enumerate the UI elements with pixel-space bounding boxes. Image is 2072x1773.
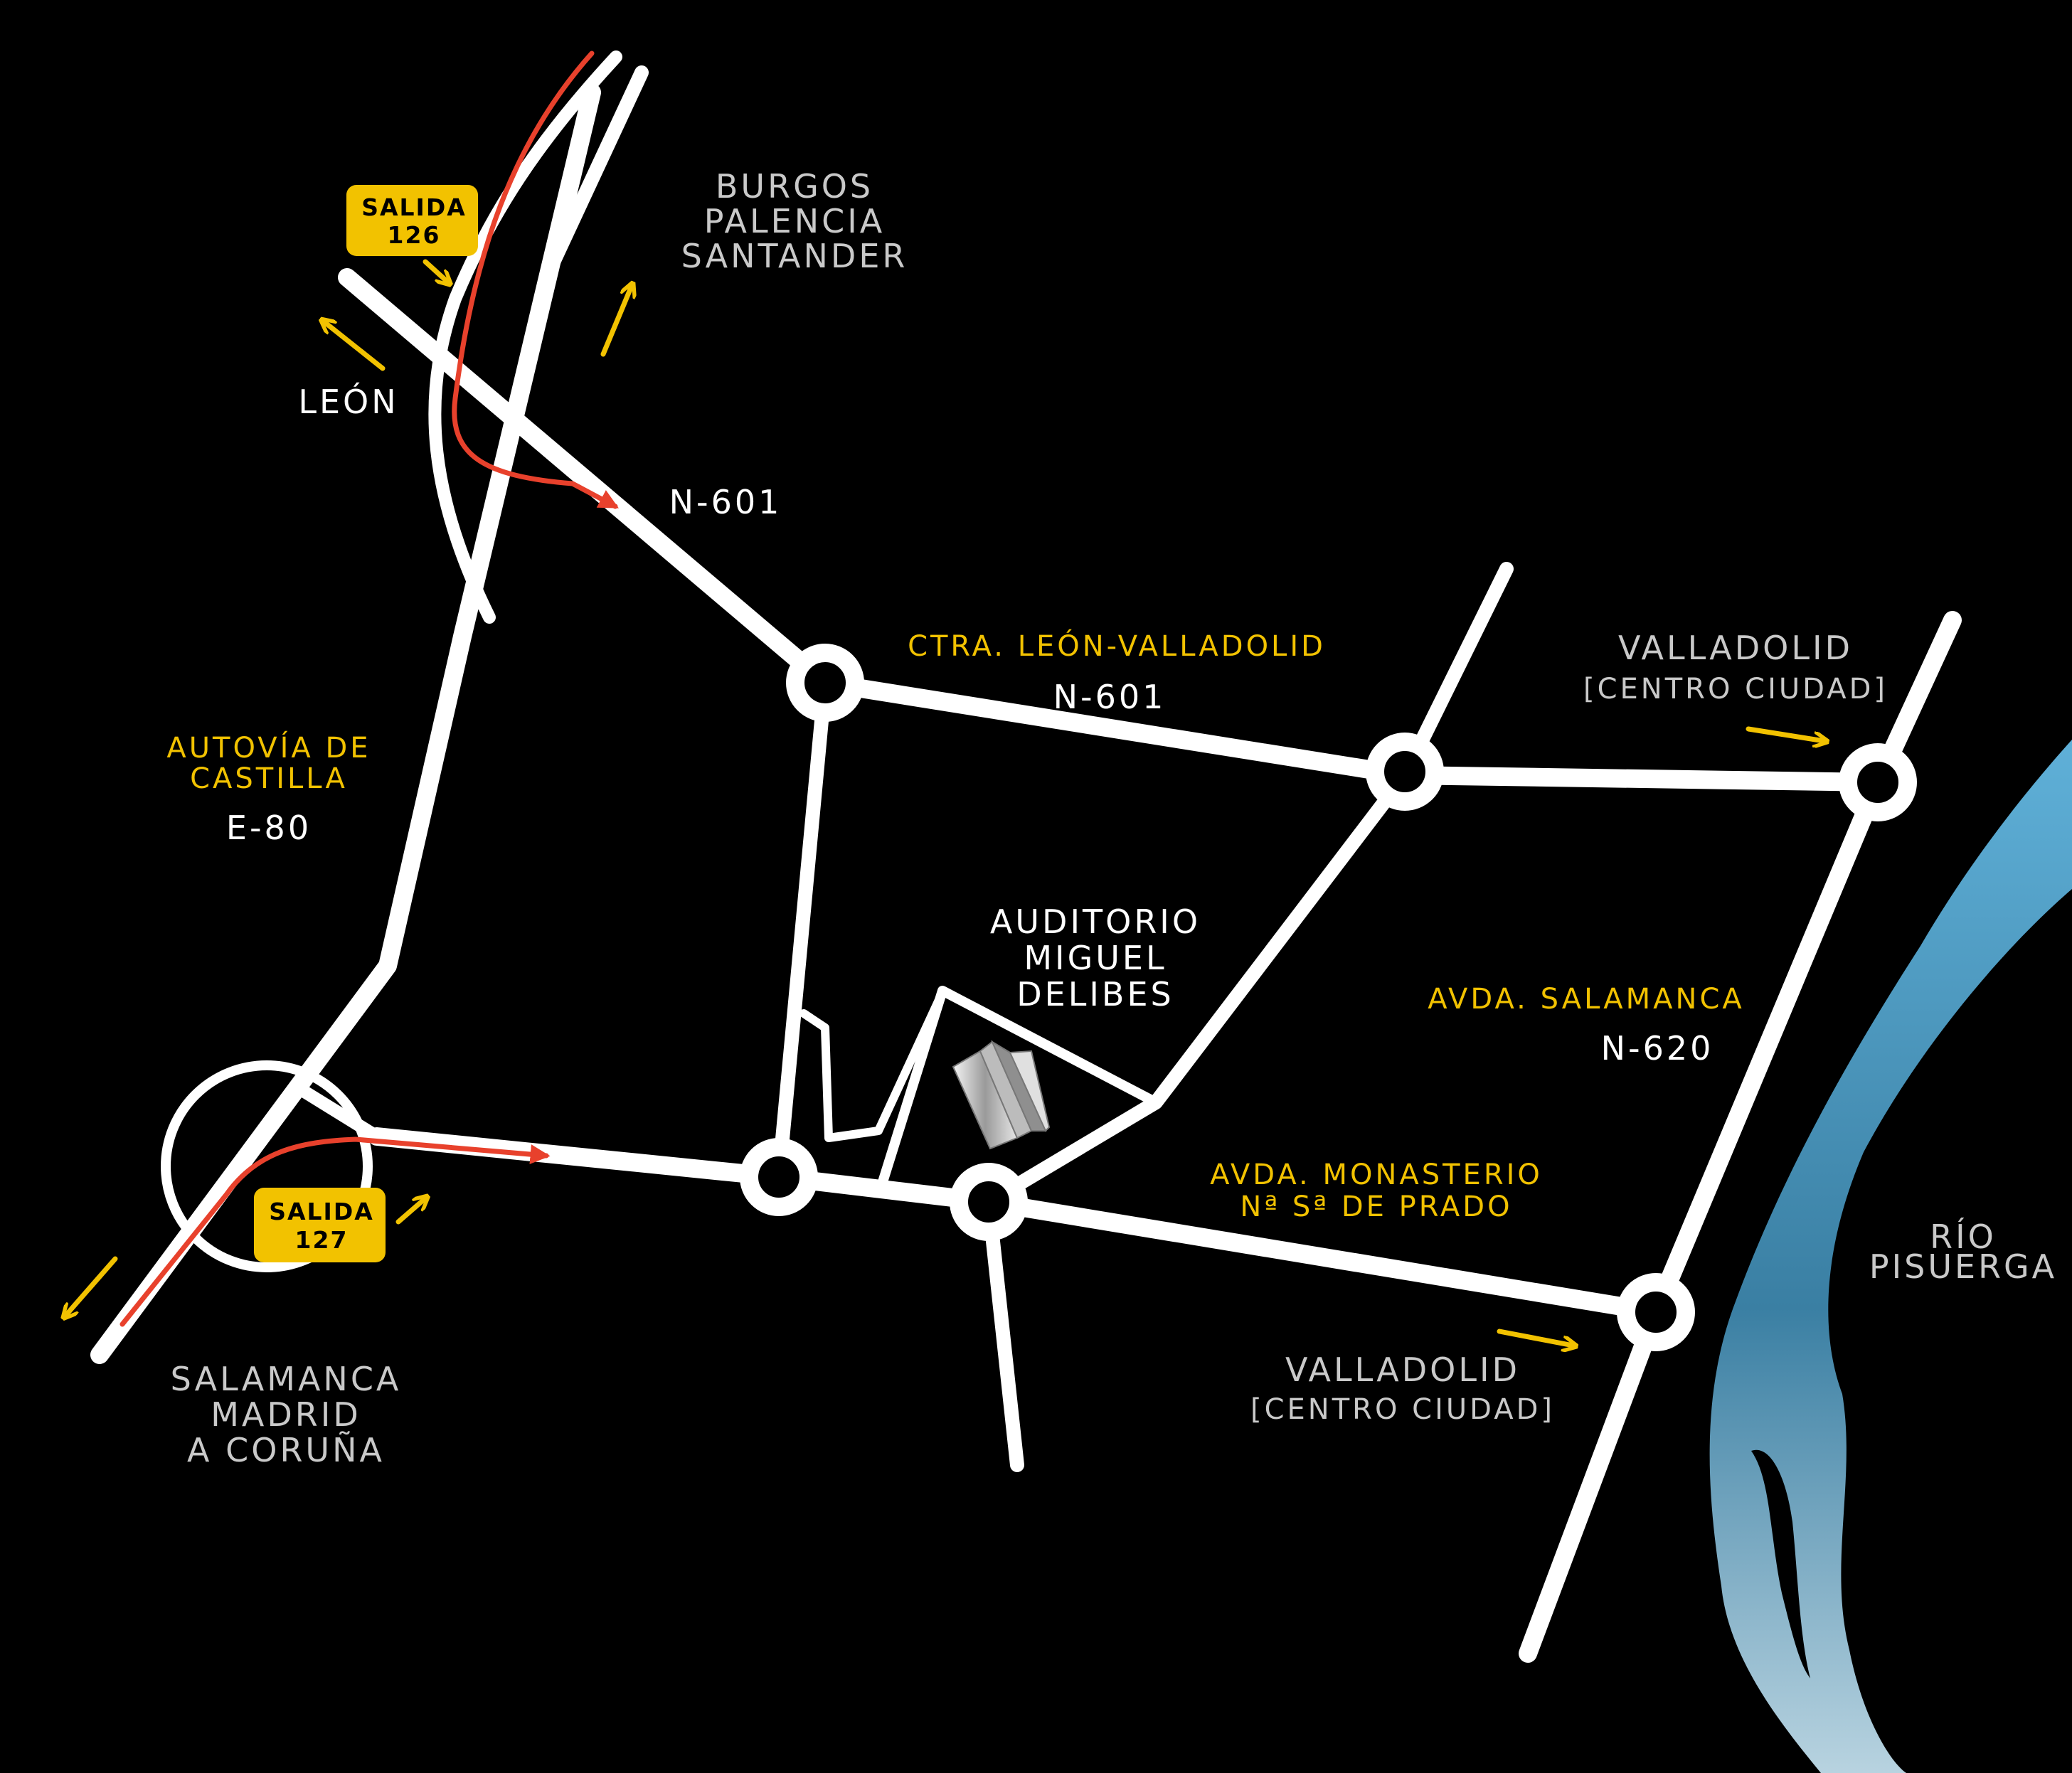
roundabout-n601 [786, 644, 864, 722]
direction-arrow-icon [324, 321, 386, 371]
label-rio: RÍO [1930, 1218, 1997, 1256]
direction-arrow-icon [1497, 1329, 1573, 1346]
label-prado: Nª Sª DE PRADO [1240, 1191, 1512, 1223]
label-autovia-line2: CASTILLA [190, 762, 348, 795]
route-arrow-icon-north [452, 50, 619, 509]
label-n620: N-620 [1601, 1029, 1714, 1067]
label-auditorio: AUDITORIO [990, 903, 1201, 941]
exit-badge-126-line2: 126 [388, 221, 441, 249]
label-e80: E-80 [226, 809, 312, 847]
label-delibes: DELIBES [1016, 975, 1174, 1013]
label-pisuerga: PISUERGA [1869, 1247, 2057, 1286]
direction-arrow-icon [1746, 726, 1824, 741]
route-arrow-icon-south [119, 1136, 551, 1327]
label-valladolid-top: VALLADOLID [1618, 629, 1853, 667]
label-n601-top: N-601 [669, 483, 782, 521]
exit-badge-127-line1: SALIDA [269, 1198, 374, 1225]
label-avda-salamanca: AVDA. SALAMANCA [1428, 983, 1745, 1016]
label-leon: LEÓN [298, 383, 398, 421]
label-burgos: BURGOS [716, 167, 873, 206]
exit-badge-127: SALIDA 127 [254, 1188, 386, 1262]
road-network [90, 50, 1962, 1663]
label-centro-ciudad-bottom: [CENTRO CIUDAD] [1250, 1393, 1555, 1426]
exit-badge-126-line1: SALIDA [361, 193, 467, 221]
roundabout-n620-top [1839, 743, 1917, 821]
roundabout-lower-west [740, 1138, 818, 1216]
label-salamanca: SALAMANCA [171, 1360, 402, 1398]
label-a-coruna: A CORUÑA [187, 1431, 385, 1469]
label-ctra-leon-valladolid: CTRA. LEÓN-VALLADOLID [908, 629, 1326, 663]
direction-arrows [65, 259, 1824, 1346]
roundabout-n620-bottom [1617, 1273, 1695, 1351]
label-miguel: MIGUEL [1024, 939, 1167, 977]
label-valladolid-bottom: VALLADOLID [1285, 1351, 1520, 1389]
label-autovia-line1: AUTOVÍA DE [166, 730, 371, 765]
exit-badge-126: SALIDA 126 [346, 185, 478, 256]
direction-arrow-icon [395, 1198, 425, 1225]
label-palencia: PALENCIA [704, 202, 886, 240]
roundabout-diagonal [1366, 733, 1444, 811]
direction-arrow-icon [65, 1256, 118, 1316]
label-centro-ciudad-top: [CENTRO CIUDAD] [1583, 673, 1888, 706]
river-pisuerga [1709, 740, 2072, 1773]
label-santander: SANTANDER [681, 237, 908, 275]
roundabouts [740, 644, 1917, 1351]
label-madrid: MADRID [211, 1395, 361, 1434]
direction-arrow-icon [600, 286, 632, 357]
auditorio-building-icon [952, 1040, 1051, 1150]
direction-arrow-icon [423, 259, 448, 282]
exit-badge-127-line2: 127 [295, 1226, 349, 1254]
label-avda-monasterio: AVDA. MONASTERIO [1210, 1159, 1543, 1191]
label-n601-mid: N-601 [1053, 678, 1167, 716]
map-labels: BURGOS PALENCIA SANTANDER LEÓN N-601 CTR… [166, 167, 2057, 1469]
roundabout-auditorio [950, 1163, 1028, 1241]
